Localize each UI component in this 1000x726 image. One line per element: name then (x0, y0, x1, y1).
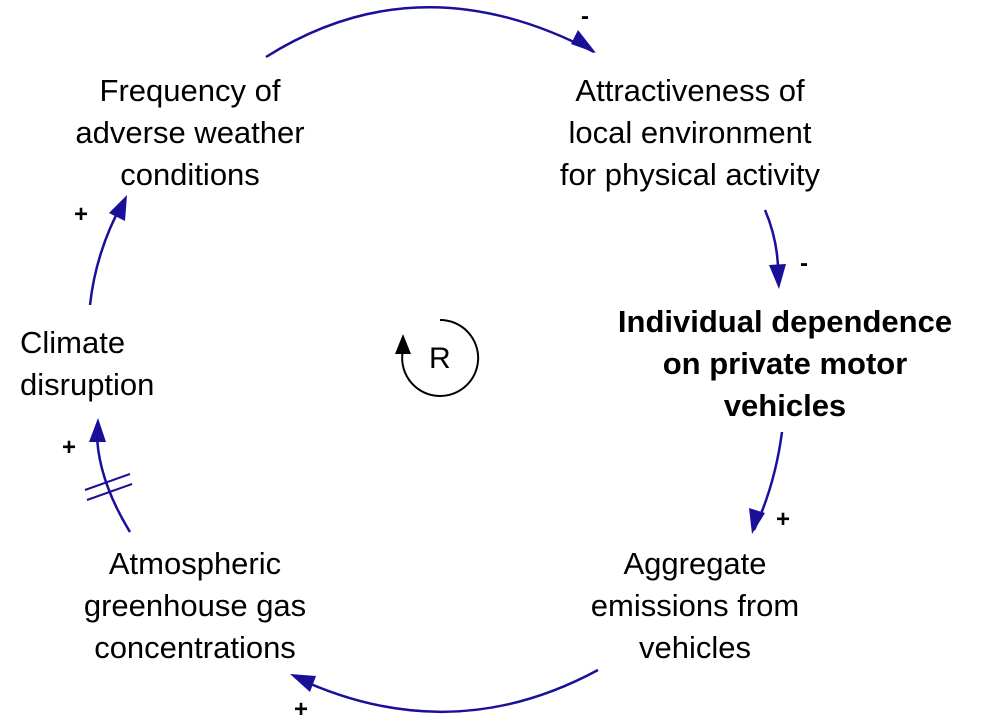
node-label-line: greenhouse gas (83, 588, 307, 623)
delay-mark-upper (84, 473, 131, 491)
polarity-attractiveness-to-dependence: - (800, 250, 808, 277)
arrowhead-dependence (769, 264, 786, 289)
node-label-line: disruption (20, 367, 155, 402)
arrowhead-weather (109, 195, 127, 221)
polarity-climate-to-weather: + (74, 201, 89, 228)
node-atmospheric-greenhouse-gas: Atmospheric greenhouse gas concentration… (55, 543, 335, 669)
loop-label-reinforcing: R (429, 342, 451, 375)
node-label-line: Frequency of (99, 73, 281, 108)
arrowhead-emissions (749, 508, 765, 534)
node-label-line: Attractiveness of (575, 73, 805, 108)
node-label-line: concentrations (94, 630, 296, 665)
link-emissions-to-greenhouse (294, 668, 599, 714)
arrowhead-attractiveness (571, 30, 596, 53)
node-label-line: conditions (120, 157, 260, 192)
loop-arrow-head (395, 334, 411, 354)
polarity-greenhouse-to-climate: + (62, 434, 77, 461)
arrowhead-climate (89, 418, 106, 442)
node-label-line: emissions from (590, 588, 800, 623)
node-label-line: local environment (568, 115, 812, 150)
node-individual-dependence: Individual dependence on private motor v… (580, 301, 990, 427)
polarity-weather-to-attractiveness: - (581, 3, 589, 30)
link-weather-to-attractiveness (265, 6, 595, 59)
delay-mark-lower (86, 483, 133, 501)
node-label-line: vehicles (639, 630, 751, 665)
polarity-dependence-to-emissions: + (776, 506, 791, 533)
node-attractiveness-local-environment: Attractiveness of local environment for … (520, 70, 860, 196)
loop-arrow (401, 318, 480, 397)
node-label-line: Individual dependence (617, 304, 953, 339)
node-label-line: adverse weather (75, 115, 305, 150)
node-label-line: vehicles (723, 388, 847, 423)
node-frequency-adverse-weather: Frequency of adverse weather conditions (55, 70, 325, 196)
node-label-line: for physical activity (559, 157, 821, 192)
arrowhead-greenhouse (290, 674, 316, 692)
node-label-line: on private motor (662, 346, 908, 381)
node-label-line: Climate (20, 325, 126, 360)
node-aggregate-emissions: Aggregate emissions from vehicles (575, 543, 815, 669)
polarity-emissions-to-greenhouse: + (294, 696, 309, 723)
node-climate-disruption: Climate disruption (20, 322, 154, 406)
node-label-line: Atmospheric (108, 546, 282, 581)
node-label-line: Aggregate (623, 546, 767, 581)
